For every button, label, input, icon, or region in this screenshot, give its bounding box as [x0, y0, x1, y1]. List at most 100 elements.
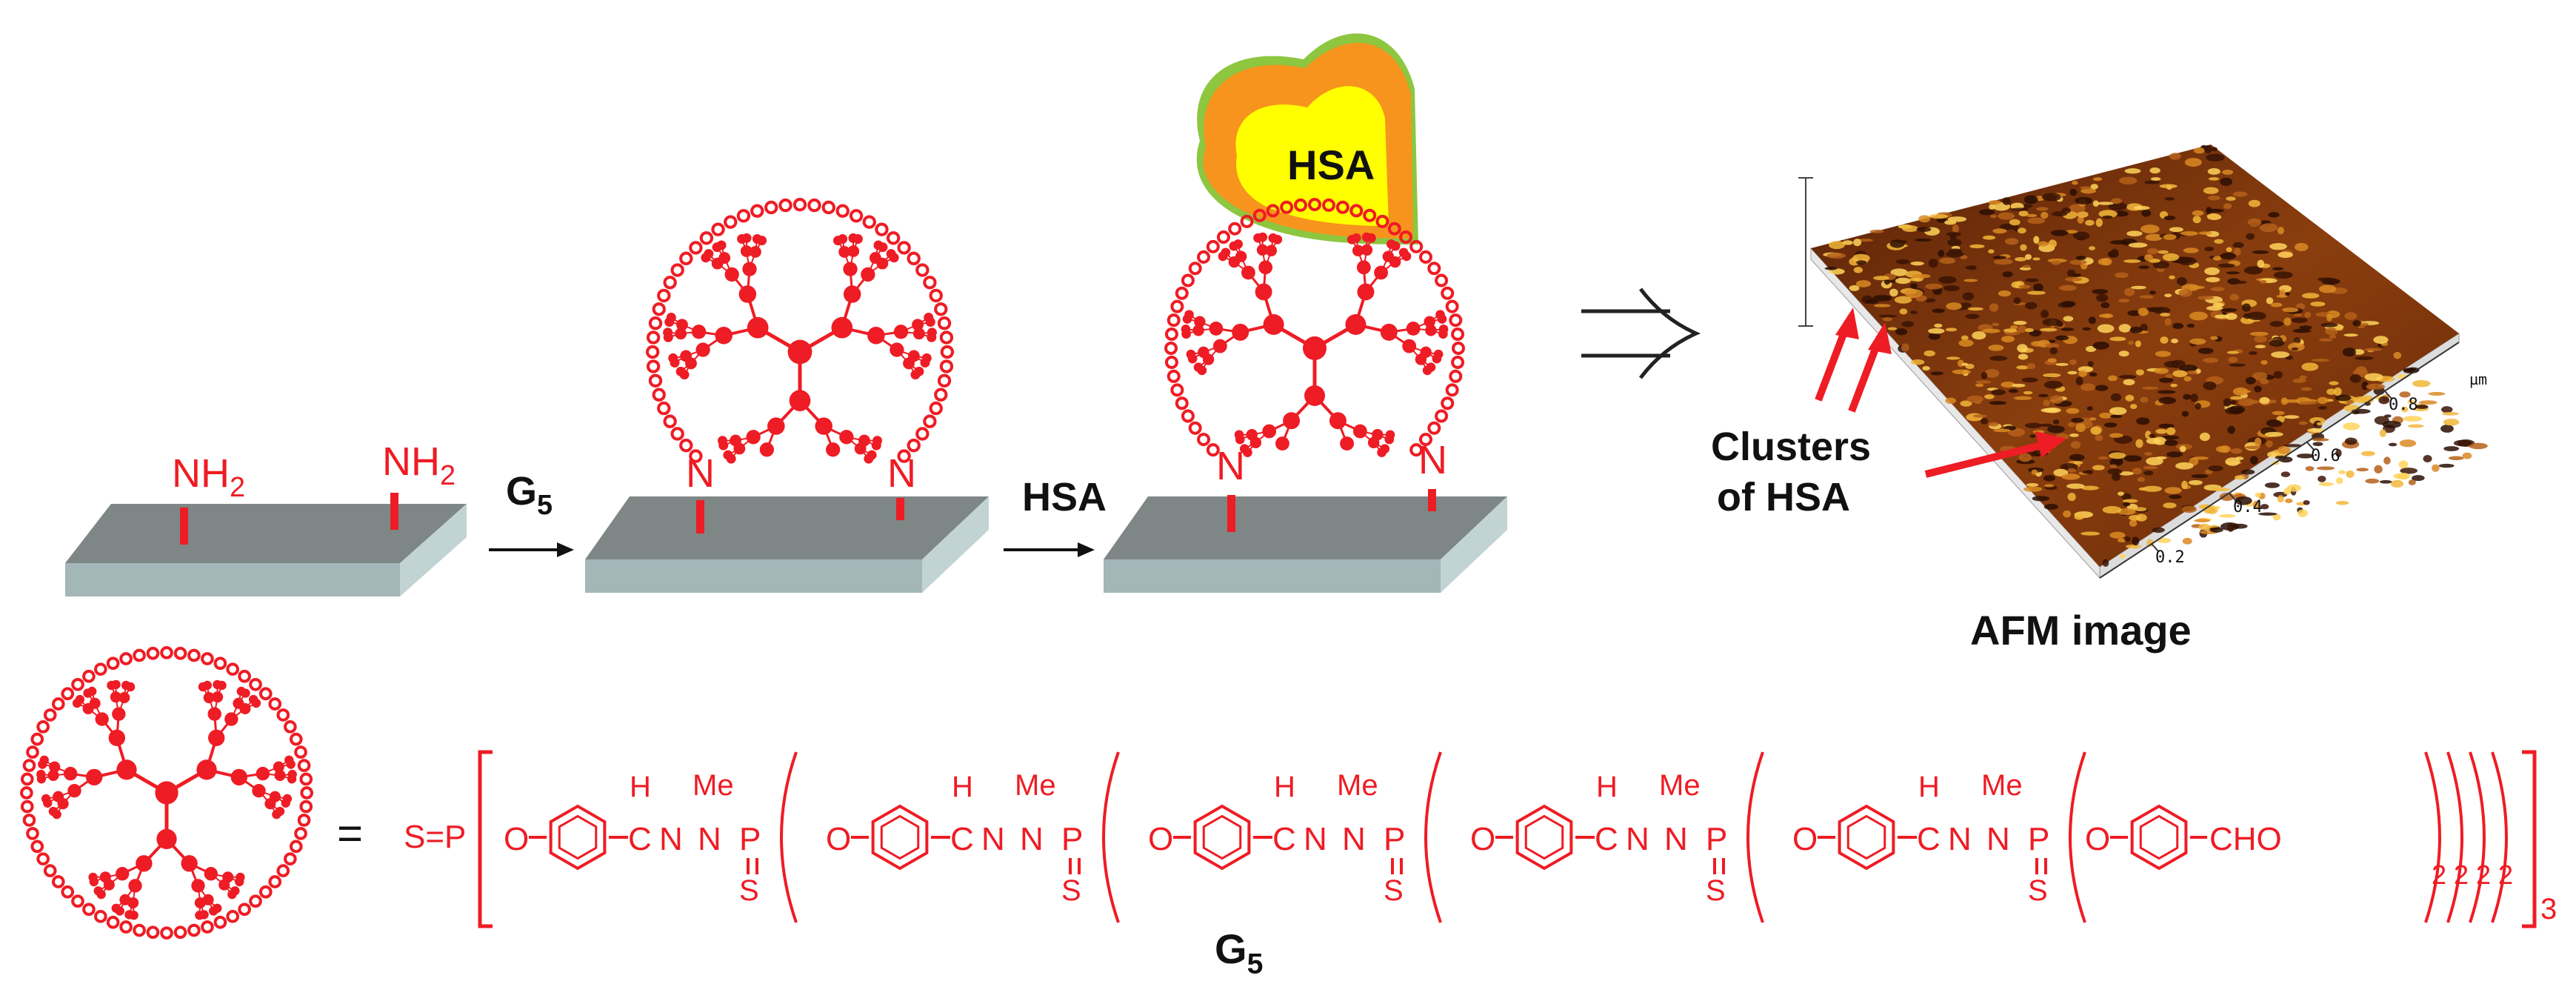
afm-grain [2123, 379, 2135, 386]
afm-grain [2226, 271, 2240, 275]
afm-grain [2335, 449, 2342, 457]
afm-grain [2418, 400, 2437, 405]
afm-grain [1902, 225, 1919, 233]
afm-grain [2273, 370, 2283, 379]
afm-grain [2092, 177, 2103, 182]
afm-grain [1938, 249, 1945, 258]
dendrimer-node [767, 417, 785, 435]
afm-grain [2129, 326, 2143, 333]
dendrimer-terminal [1418, 433, 1432, 447]
afm-grain [1960, 255, 1968, 259]
afm-grain [2026, 213, 2038, 217]
afm-grain [2235, 280, 2247, 284]
afm-grain [2443, 419, 2460, 426]
afm-grain [2210, 287, 2225, 292]
dendrimer-terminal [1181, 273, 1195, 287]
formula-subscript: 2 [2432, 860, 2447, 890]
dendrimer-node [1401, 251, 1412, 262]
afm-grain [2180, 230, 2198, 236]
afm-grain [1934, 323, 1943, 328]
afm-grain [2333, 387, 2342, 396]
dendrimer-node [202, 680, 213, 691]
afm-tick-label-02: 0.2 [2155, 548, 2185, 567]
afm-grain [1909, 277, 1921, 282]
formula-nitrogen: N [1948, 821, 1972, 857]
afm-grain [2198, 231, 2212, 235]
afm-grain [1952, 224, 1959, 233]
dendrimer-terminal [213, 915, 227, 929]
afm-grain [2401, 406, 2409, 413]
afm-grain [2407, 399, 2415, 405]
dendrimer-node [1258, 232, 1268, 242]
dendrimer-terminal [934, 302, 948, 316]
afm-grain [2171, 359, 2186, 369]
afm-grain [2049, 395, 2063, 405]
afm-grain [1928, 259, 1938, 268]
afm-grain [2280, 471, 2291, 478]
dendrimer-node [1186, 349, 1196, 359]
afm-grain [2158, 423, 2175, 428]
afm-grain [2408, 479, 2416, 485]
plate-3-front [1104, 559, 1441, 593]
benzene-aromatic [1202, 814, 1242, 860]
afm-grain [1853, 267, 1863, 273]
afm-grain [2266, 420, 2283, 428]
afm-grain [1918, 215, 1931, 223]
afm-grain [2301, 293, 2320, 299]
dendrimer-terminal [238, 669, 251, 683]
afm-grain [2085, 219, 2095, 226]
afm-grain [2164, 439, 2178, 446]
afm-grain [2344, 437, 2358, 445]
dendrimer-node [1390, 241, 1401, 251]
afm-grain [2443, 446, 2460, 451]
afm-grain [2438, 463, 2455, 468]
formula-carbon: C [1272, 821, 1296, 857]
afm-grain [2206, 208, 2224, 213]
afm-grain [2122, 499, 2138, 503]
reaction-arrows [489, 542, 1095, 557]
afm-tick-08 [2384, 390, 2393, 400]
afm-grain [2266, 297, 2274, 305]
formula-nitrogen: N [1304, 821, 1327, 857]
afm-grain [2211, 147, 2218, 152]
afm-grain [2066, 483, 2085, 489]
dendrimer-terminal [94, 909, 107, 923]
afm-grain [2102, 559, 2109, 568]
afm-grain [1984, 368, 2000, 378]
dendrimer-terminal [30, 840, 44, 854]
dendrimer-terminal [897, 241, 911, 255]
afm-tick-label-04: 0.4 [2233, 498, 2263, 516]
afm-grain [2312, 442, 2323, 447]
afm-grain [2374, 465, 2383, 473]
afm-grain [2032, 257, 2041, 261]
afm-grain [1895, 277, 1911, 285]
dendrimer-terminal [1216, 230, 1230, 245]
afm-grain [2218, 513, 2236, 518]
afm-grain [1946, 356, 1961, 360]
dendrimer-terminal [1252, 208, 1267, 222]
afm-grain [2343, 333, 2358, 337]
afm-grain [2058, 285, 2077, 291]
dendrimer-terminal [1387, 222, 1401, 236]
afm-grain [2169, 153, 2181, 160]
dendrimer-terminal [258, 687, 273, 701]
dendrimer-terminal [119, 920, 133, 934]
hsa-yellow-core [1235, 86, 1389, 227]
afm-grain [2109, 531, 2126, 539]
afm-grain [2073, 461, 2083, 465]
benzene-ring [549, 804, 607, 871]
formula-nitrogen: N [1664, 821, 1688, 857]
dendrimer-terminal [778, 198, 793, 213]
dendrimer-node [88, 872, 98, 882]
afm-grain [2108, 202, 2127, 210]
afm-grain [1975, 383, 1984, 388]
dendrimer-node [217, 680, 227, 691]
dendrimer-node [1221, 247, 1231, 258]
dendrimer-terminal [652, 302, 666, 316]
afm-grain [2118, 324, 2132, 333]
afm-grain [2026, 290, 2046, 295]
afm-grain [2247, 218, 2262, 227]
afm-grain [2023, 195, 2038, 205]
afm-grain [2085, 345, 2097, 353]
afm-grain [2055, 335, 2069, 341]
